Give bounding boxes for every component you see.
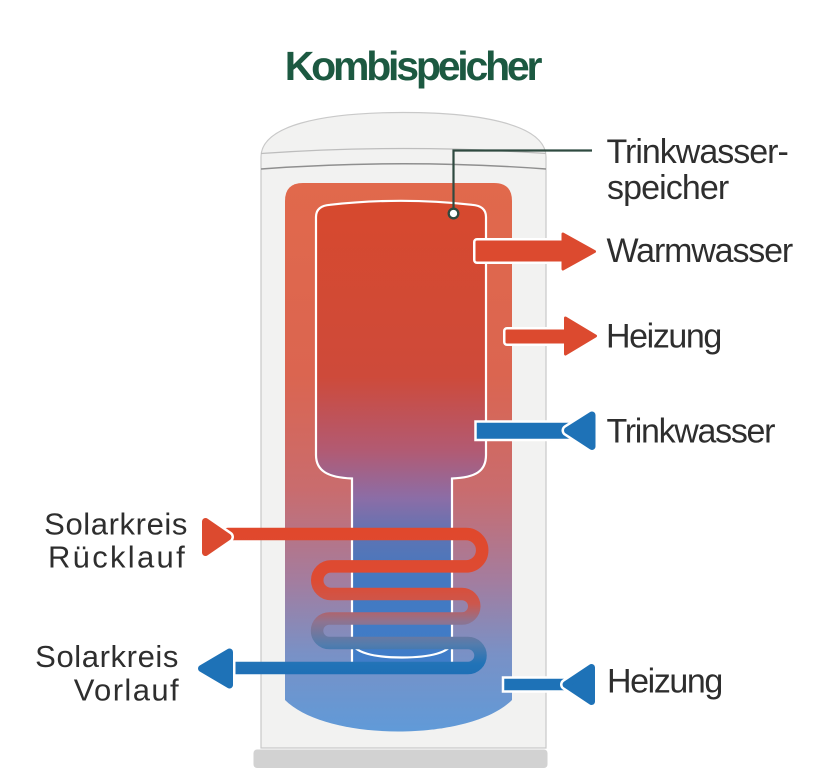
svg-text:Solarkreis: Solarkreis: [44, 507, 188, 542]
svg-text:Warmwasser: Warmwasser: [607, 232, 793, 270]
svg-text:speicher: speicher: [607, 169, 729, 207]
svg-text:Trinkwasser: Trinkwasser: [607, 413, 776, 451]
svg-text:Solarkreis: Solarkreis: [35, 639, 179, 674]
svg-text:Kombispeicher: Kombispeicher: [285, 43, 543, 89]
svg-text:Heizung: Heizung: [607, 663, 722, 701]
svg-text:Trinkwasser-: Trinkwasser-: [607, 133, 788, 171]
svg-text:Heizung: Heizung: [606, 318, 721, 356]
svg-text:Vorlauf: Vorlauf: [74, 673, 180, 708]
svg-text:Rücklauf: Rücklauf: [48, 540, 187, 575]
